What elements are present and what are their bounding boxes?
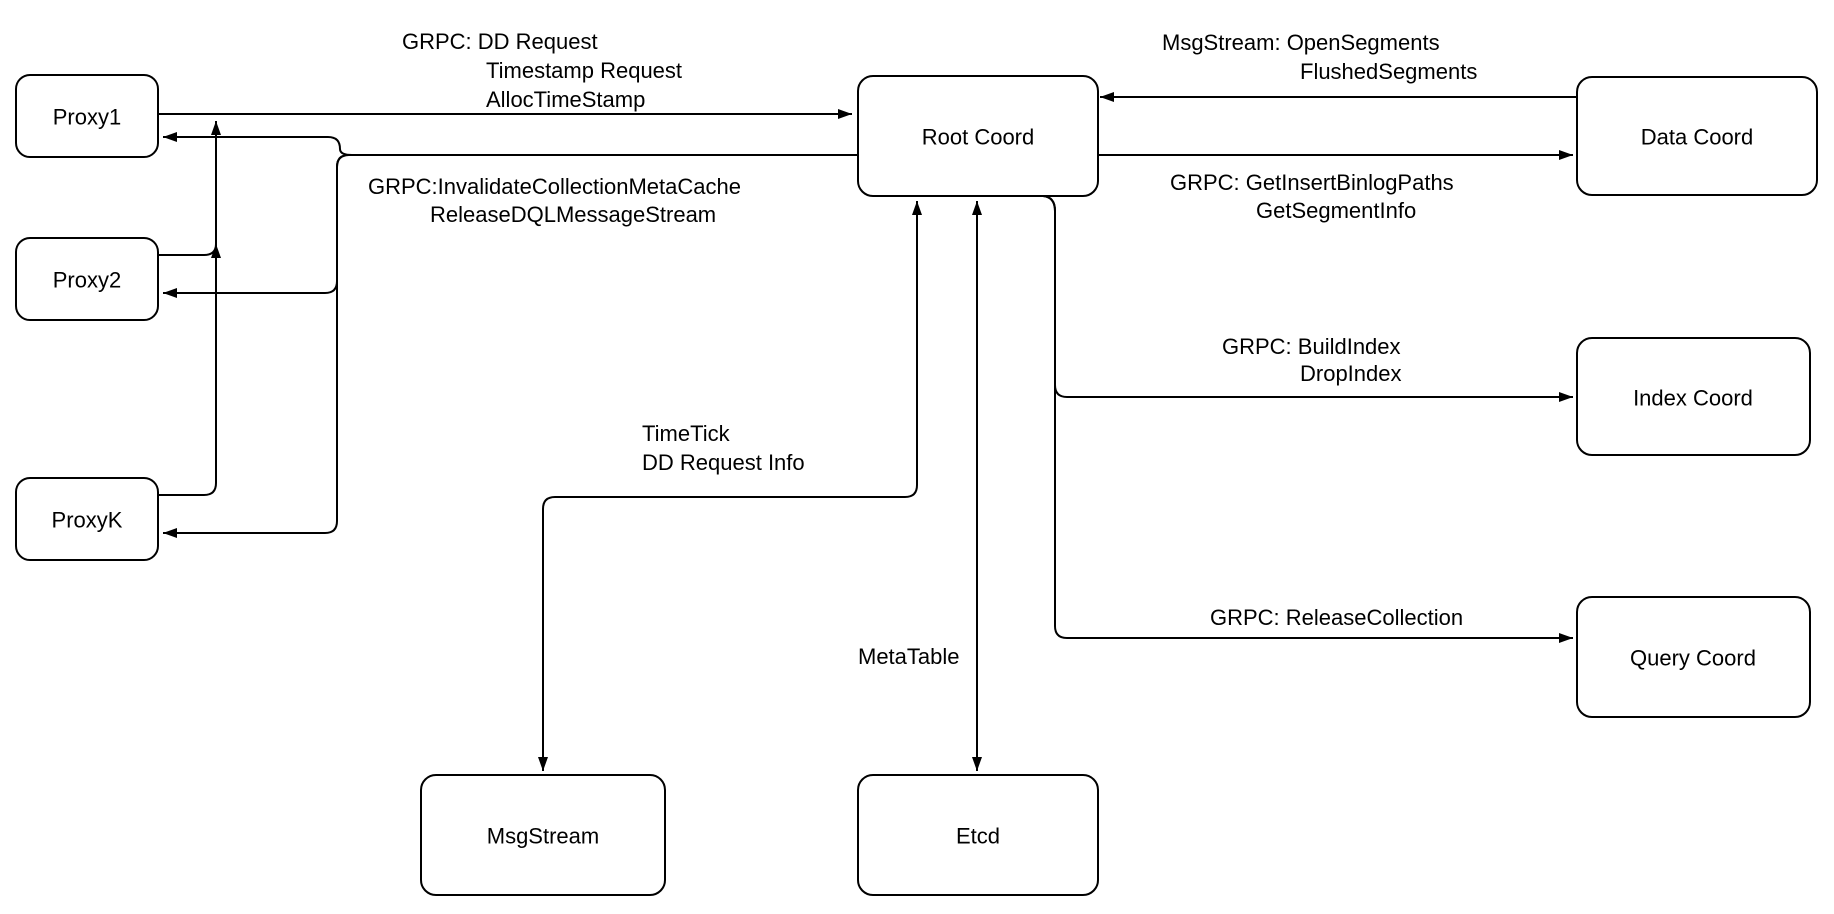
label-invalidate-collection-metacache: GRPC:InvalidateCollectionMetaCache <box>368 174 741 199</box>
proxy2-box <box>15 237 159 321</box>
index-coord-box <box>1576 337 1811 456</box>
proxyk-box <box>15 477 159 561</box>
label-timetick: TimeTick <box>642 421 731 446</box>
node-proxy1: Proxy1 <box>15 74 159 158</box>
proxy1-box <box>15 74 159 158</box>
label-grpc-buildindex: GRPC: BuildIndex <box>1222 334 1401 359</box>
etcd-label: Etcd <box>956 824 1000 849</box>
proxy2-label: Proxy2 <box>53 268 121 293</box>
query-coord-box <box>1576 596 1811 718</box>
node-root-coord: Root Coord <box>857 75 1099 197</box>
root-coord-box <box>857 75 1099 197</box>
label-dd-request-info: DD Request Info <box>642 450 805 475</box>
label-timestamp-request: Timestamp Request <box>486 58 682 83</box>
node-etcd: Etcd <box>857 774 1099 896</box>
label-msgstream-opensegments: MsgStream: OpenSegments <box>1162 30 1440 55</box>
edge-proxyk-to-rootcoord-trunk <box>158 121 221 496</box>
query-coord-label: Query Coord <box>1630 646 1756 671</box>
proxyk-label: ProxyK <box>52 508 123 533</box>
node-data-coord: Data Coord <box>1576 76 1818 196</box>
edge-proxy2-to-rootcoord-trunk <box>158 243 221 259</box>
label-grpc-releasecollection: GRPC: ReleaseCollection <box>1210 605 1463 630</box>
etcd-box <box>857 774 1099 896</box>
edge-rootcoord-to-proxy1 <box>163 132 858 156</box>
label-metatable: MetaTable <box>858 644 960 669</box>
proxy1-label: Proxy1 <box>53 105 121 130</box>
label-getinsertbinlogpaths: GRPC: GetInsertBinlogPaths <box>1170 170 1454 195</box>
edge-rootcoord-to-msgstream <box>538 201 922 771</box>
node-index-coord: Index Coord <box>1576 337 1811 456</box>
label-getsegmentinfo: GetSegmentInfo <box>1256 198 1416 223</box>
label-dropindex: DropIndex <box>1300 361 1402 386</box>
label-alloctimestamp: AllocTimeStamp <box>486 87 645 112</box>
edge-rootcoord-to-proxyk <box>163 154 858 538</box>
node-query-coord: Query Coord <box>1576 596 1811 718</box>
label-grpc-dd-request: GRPC: DD Request <box>402 29 598 54</box>
root-coord-label: Root Coord <box>922 125 1035 150</box>
data-coord-label: Data Coord <box>1641 125 1754 150</box>
msgstream-label: MsgStream <box>487 824 599 849</box>
node-proxy2: Proxy2 <box>15 237 159 321</box>
edge-rootcoord-to-querycoord <box>1042 195 1573 643</box>
msgstream-box <box>420 774 666 896</box>
node-proxyk: ProxyK <box>15 477 159 561</box>
label-release-dql-messagestream: ReleaseDQLMessageStream <box>430 202 716 227</box>
label-flushedsegments: FlushedSegments <box>1300 59 1477 84</box>
node-msgstream: MsgStream <box>420 774 666 896</box>
data-coord-box <box>1576 76 1818 196</box>
index-coord-label: Index Coord <box>1633 386 1753 411</box>
